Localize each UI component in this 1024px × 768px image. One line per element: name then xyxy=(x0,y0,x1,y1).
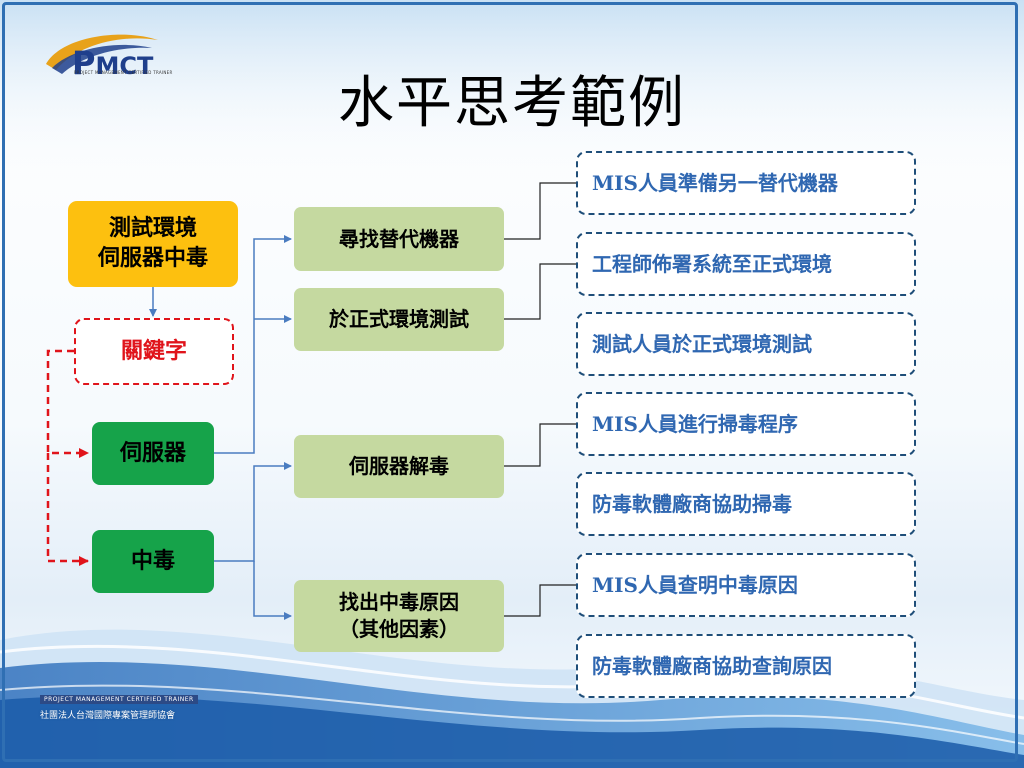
connector-keyword-virus xyxy=(46,453,89,566)
branch-server-disinfect: 伺服器解毒 xyxy=(294,435,504,498)
branch-find-virus-cause: 找出中毒原因 （其他因素） xyxy=(294,580,504,652)
logo-letters-mct: MCT xyxy=(95,52,154,80)
connector-virus-find-cause xyxy=(253,561,292,620)
slide-title: 水平思考範例 xyxy=(338,71,686,136)
keyword-node: 關鍵字 xyxy=(74,318,234,385)
leaf-mis-identify-cause: MIS人員查明中毒原因 xyxy=(576,553,916,617)
keyword-server-node: 伺服器 xyxy=(92,422,214,485)
leaf-mis-scan-virus: MIS人員進行掃毒程序 xyxy=(576,392,916,456)
branch-find-cause-line2: （其他因素） xyxy=(339,617,459,641)
leaf-vendor-assist-cause: 防毒軟體廠商協助查詢原因 xyxy=(576,634,916,698)
branch-find-replacement-machine: 尋找替代機器 xyxy=(294,207,504,271)
bracket-replacement xyxy=(504,182,576,240)
logo-wordmark: PMCT xyxy=(72,44,153,82)
pmct-logo-icon xyxy=(46,34,158,74)
bracket-formal-test xyxy=(504,263,576,320)
root-node-line1: 測試環境 xyxy=(108,215,197,242)
logo-tagline: PROJECT MANAGEMENT CERTIFIED TRAINER xyxy=(74,70,173,75)
branch-test-in-formal-env: 於正式環境測試 xyxy=(294,288,504,351)
footer-organization: 社團法人台灣國際專案管理師協會 xyxy=(40,711,176,721)
connector-keyword-server xyxy=(46,349,89,458)
logo-letter-p: P xyxy=(72,44,96,82)
connector-server-branches xyxy=(214,235,292,454)
bracket-find-cause xyxy=(504,584,576,617)
leaf-engineer-deploy-formal: 工程師佈署系統至正式環境 xyxy=(576,232,916,296)
root-node-line2: 伺服器中毒 xyxy=(97,245,208,271)
leaf-mis-prepare-replacement: MIS人員準備另一替代機器 xyxy=(576,151,916,215)
footer-tag: PROJECT MANAGEMENT CERTIFIED TRAINER xyxy=(40,695,198,704)
bracket-disinfect xyxy=(504,423,576,467)
root-node-test-env-server-virus: 測試環境 伺服器中毒 xyxy=(68,201,238,287)
branch-find-cause-line1: 找出中毒原因 xyxy=(339,590,459,614)
connector-virus-branches xyxy=(214,462,292,562)
keyword-virus-node: 中毒 xyxy=(92,530,214,593)
leaf-tester-test-formal: 測試人員於正式環境測試 xyxy=(576,312,916,376)
leaf-vendor-assist-scan: 防毒軟體廠商協助掃毒 xyxy=(576,472,916,536)
